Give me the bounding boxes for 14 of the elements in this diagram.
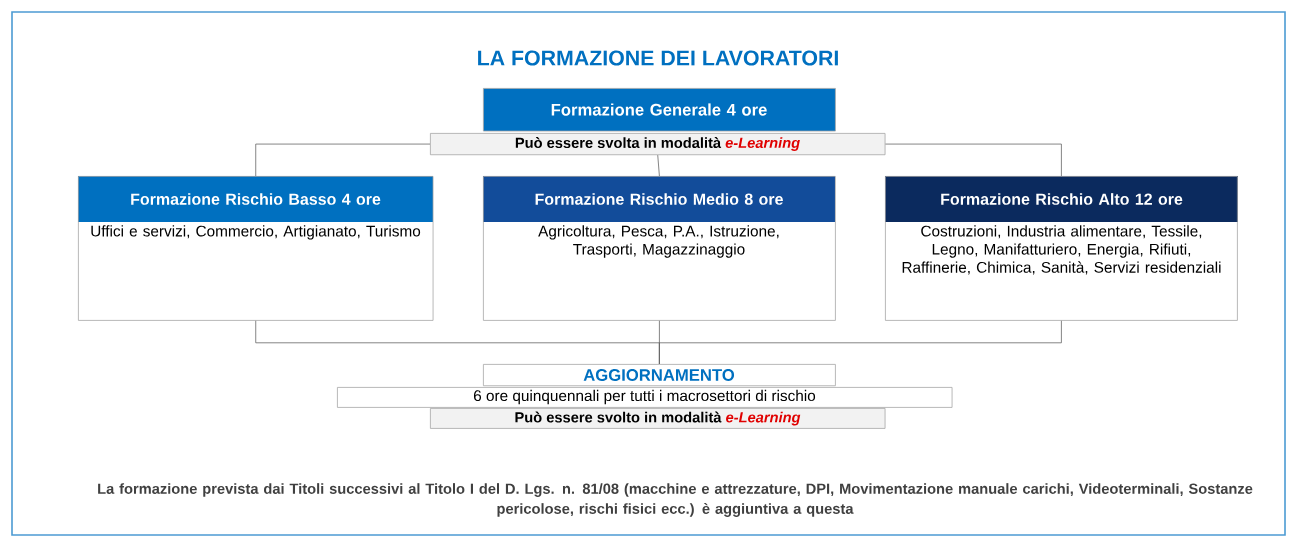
risk-level-box: Formazione Rischio Medio 8 ore Agricoltura, Pesca, P.A., Istruzione, Trasporti, Magazzinaggio (483, 176, 836, 321)
connector-line (657, 154, 660, 177)
refresher-box: AGGIORNAMENTO (483, 364, 836, 387)
connector-line (255, 143, 431, 177)
general-training-box: Formazione Generale 4 ore (483, 88, 836, 132)
footnote: La formazione prevista dai Titoli successivi al Titolo I del D. Lgs. n. 81/08 (macchine e attrezzature, DPI, Movimentazione manuale carichi, Videoterminali, Sostanze pericolose, rischi fisici ecc.) è aggiuntiva a questa (98, 483, 1253, 517)
connector-line (885, 143, 1062, 177)
connector-line (659, 320, 1062, 365)
e-learning-note-box: Può essere svolta in modalità e-Learning (430, 133, 886, 156)
refresher-hours-box: 6 ore quinquennali per tutti i macrosettori di rischio (337, 387, 953, 408)
title: LA FORMAZIONE DEI LAVORATORI (478, 50, 838, 66)
risk-level-box: Formazione Rischio Basso 4 ore Uffici e servizi, Commercio, Artigianato, Turismo (78, 176, 434, 321)
risk-level-box: Formazione Rischio Alto 12 ore Costruzioni, Industria alimentare, Tessile, Legno, Manifatturiero, Energia, Rifiuti, Raffinerie, Chimica, Sanità, Servizi residenziali (885, 176, 1238, 321)
e-learning-note-box: Può essere svolto in modalità e-Learning (430, 408, 886, 429)
